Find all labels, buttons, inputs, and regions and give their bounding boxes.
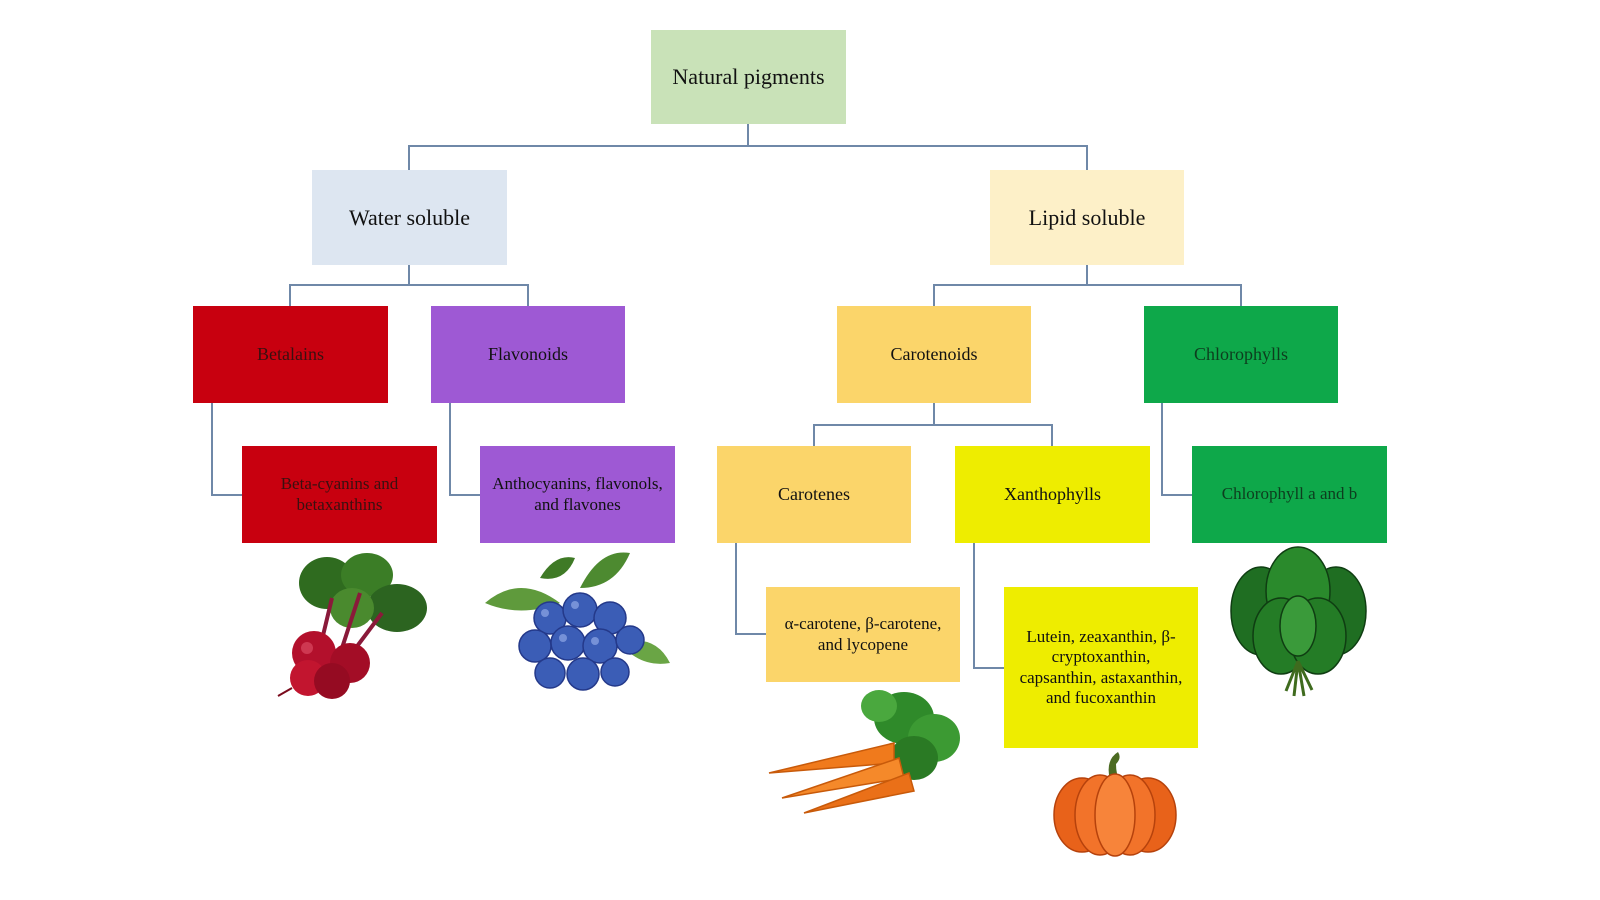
carrot-leaves	[861, 690, 960, 780]
connector-carotenoids-bar	[813, 424, 1053, 446]
connector-lipid-bar	[933, 284, 1242, 306]
connector-flavonoids-detail	[449, 403, 480, 496]
beet-roots	[277, 631, 370, 699]
node-flavonoids: Flavonoids	[431, 306, 625, 403]
node-carotenoids: Carotenoids	[837, 306, 1031, 403]
pumpkin-illustration	[1053, 752, 1177, 857]
node-xanthophylls: Xanthophylls	[955, 446, 1150, 543]
blueberry-cluster	[518, 592, 645, 691]
node-carotenes: Carotenes	[717, 446, 911, 543]
connector-betalains-detail	[211, 403, 242, 496]
connector-carotenes-detail	[735, 543, 766, 635]
node-betalains: Betalains	[193, 306, 388, 403]
blueberry-highlights	[541, 601, 599, 645]
node-anthocyanins-flavonols-flavones: Anthocyanins, flavonols, and flavones	[480, 446, 675, 543]
connector-xanthophylls-detail	[973, 543, 1004, 669]
node-alpha-beta-carotene-lycopene: α-carotene, β-carotene, and lycopene	[766, 587, 960, 682]
spinach-stems	[1284, 660, 1314, 697]
node-betacyanins-betaxanthins: Beta-cyanins and betaxanthins	[242, 446, 437, 543]
carrots-illustration	[768, 690, 960, 814]
node-chlorophylls: Chlorophylls	[1144, 306, 1338, 403]
beet-leaves	[299, 553, 427, 655]
pumpkin-body	[1053, 773, 1177, 857]
carrot-roots	[768, 742, 915, 814]
node-natural-pigments: Natural pigments	[651, 30, 846, 124]
node-lutein-zeaxanthin-list: Lutein, zeaxanthin, β-cryptoxanthin, cap…	[1004, 587, 1198, 748]
spinach-illustration	[1230, 546, 1367, 697]
beetroot-illustration	[277, 553, 427, 699]
spinach-leaves	[1230, 546, 1367, 675]
node-chlorophyll-a-b: Chlorophyll a and b	[1192, 446, 1387, 543]
node-lipid-soluble: Lipid soluble	[990, 170, 1184, 265]
node-water-soluble: Water soluble	[312, 170, 507, 265]
connector-group	[211, 124, 1242, 669]
connector-chlorophylls-detail	[1161, 403, 1192, 496]
connector-root-bar	[408, 145, 1088, 170]
connector-water-bar	[289, 284, 529, 306]
blueberries-illustration	[485, 552, 670, 691]
